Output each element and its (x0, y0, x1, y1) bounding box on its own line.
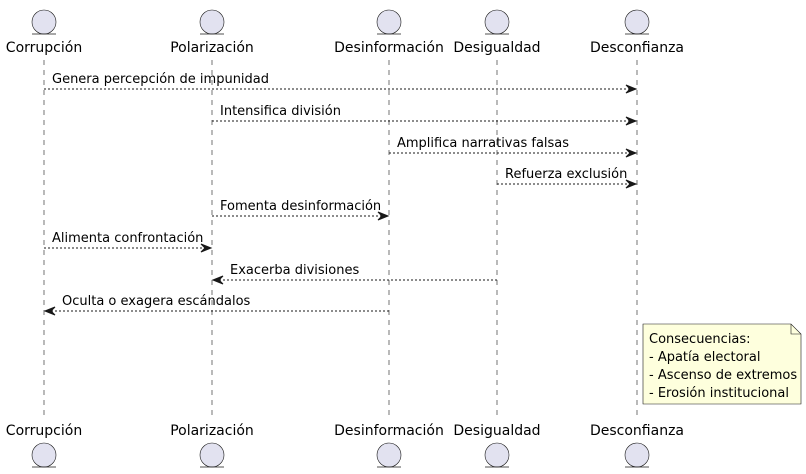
participant-icon-top-corrupcion (31, 9, 57, 35)
participant-icon-bottom-corrupcion (31, 442, 57, 468)
message-label: Fomenta desinformación (220, 199, 381, 214)
message-label: Alimenta confrontación (52, 231, 203, 246)
note-line: Consecuencias: (649, 332, 751, 347)
participants-top: Corrupción Polarización Desinformación Desi… (6, 9, 684, 56)
participant-label-top-desigualdad: Desigualdad (453, 40, 540, 56)
participant-icon-top-polarizacion (199, 9, 225, 35)
participant-label-bottom-polarizacion: Polarización (170, 423, 254, 439)
participant-label-top-desconfianza: Desconfianza (590, 40, 684, 56)
participant-label-top-desinformacion: Desinformación (334, 40, 444, 56)
participant-label-bottom-desconfianza: Desconfianza (590, 423, 684, 439)
arrowhead-icon (211, 275, 224, 285)
note-fold-corner (790, 324, 801, 335)
message-label: Genera percepción de impunidad (52, 72, 269, 87)
participant-icon-bottom-desigualdad (484, 442, 510, 468)
message-2: Intensifica división (212, 104, 638, 126)
message-4: Refuerza exclusión (497, 167, 638, 189)
arrowhead-icon (625, 148, 638, 158)
participants-bottom: Corrupción Polarización Desinformación Desi… (6, 423, 684, 468)
arrowhead-icon (625, 179, 638, 189)
message-1: Genera percepción de impunidad (44, 72, 638, 94)
message-label: Refuerza exclusión (505, 167, 627, 182)
participant-icon-bottom-desconfianza (624, 442, 650, 468)
participant-icon-bottom-desinformacion (376, 442, 402, 468)
participant-label-bottom-corrupcion: Corrupción (6, 423, 82, 439)
participant-label-top-corrupcion: Corrupción (6, 40, 82, 56)
arrowhead-icon (625, 84, 638, 94)
arrowhead-icon (625, 116, 638, 126)
note-box (642, 323, 802, 405)
message-7: Exacerba divisiones (211, 263, 497, 285)
message-label: Oculta o exagera escándalos (62, 294, 251, 309)
arrowhead-icon (43, 306, 56, 316)
arrowhead-icon (200, 243, 213, 253)
message-5: Fomenta desinformación (212, 199, 390, 221)
message-label: Amplifica narrativas falsas (397, 136, 569, 151)
note-line: - Ascenso de extremos (649, 368, 797, 383)
note-line: - Apatía electoral (649, 350, 760, 365)
arrowhead-icon (377, 211, 390, 221)
note-line: - Erosión institucional (649, 386, 789, 401)
message-6: Alimenta confrontación (44, 231, 213, 253)
message-label: Intensifica división (220, 104, 341, 119)
message-label: Exacerba divisiones (230, 263, 359, 278)
message-8: Oculta o exagera escándalos (43, 294, 389, 316)
participant-label-bottom-desigualdad: Desigualdad (453, 423, 540, 439)
participant-icon-top-desinformacion (376, 9, 402, 35)
participant-icon-bottom-polarizacion (199, 442, 225, 468)
message-3: Amplifica narrativas falsas (389, 136, 638, 158)
note: Consecuencias: - Apatía electoral - Ascens… (642, 323, 802, 405)
participant-icon-top-desigualdad (484, 9, 510, 35)
messages: Genera percepción de impunidadIntensific… (43, 72, 638, 316)
participant-label-bottom-desinformacion: Desinformación (334, 423, 444, 439)
participant-label-top-polarizacion: Polarización (170, 40, 254, 56)
participant-icon-top-desconfianza (624, 9, 650, 35)
